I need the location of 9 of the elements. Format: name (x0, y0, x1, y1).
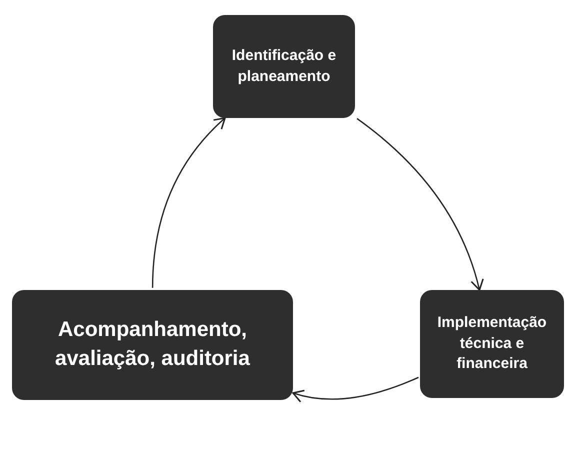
curved-arrow (152, 117, 226, 288)
box-label: Acompanhamento, avaliação, auditoria (54, 317, 251, 372)
process-box (12, 290, 293, 400)
process-box (420, 290, 564, 398)
box-label: Identificação e planeamento (230, 46, 338, 86)
curved-arrow (356, 118, 484, 291)
box-label: Implementação técnica e financeira (436, 313, 548, 374)
process-box (213, 15, 355, 118)
curved-arrow (292, 376, 419, 402)
